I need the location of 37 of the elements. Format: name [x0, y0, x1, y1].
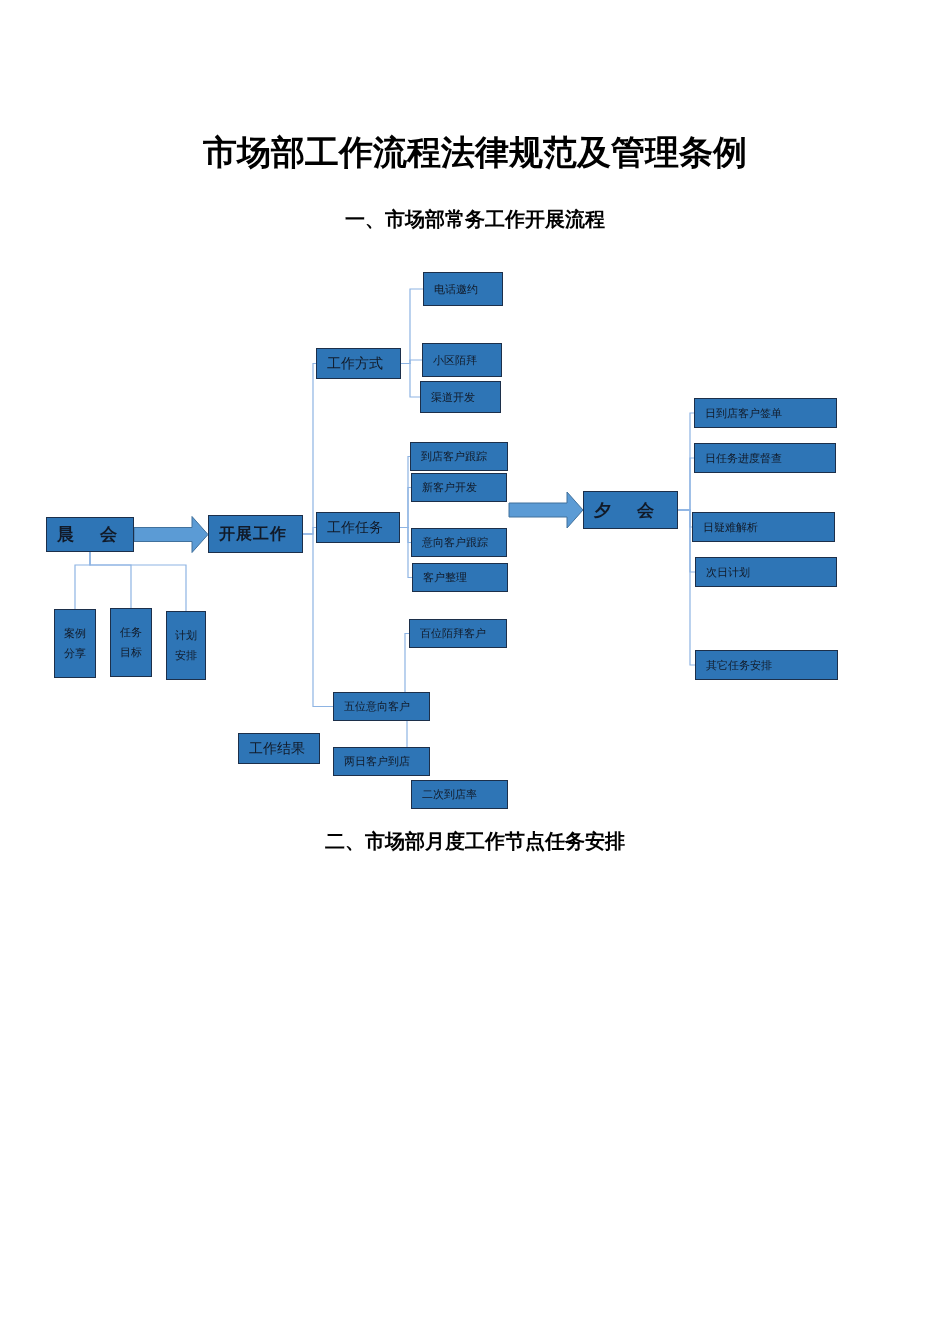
task-box: 二次到店率: [411, 780, 508, 809]
meeting-box: 夕会: [583, 491, 678, 529]
page-title: 市场部工作流程法律规范及管理条例: [202, 131, 748, 174]
section-heading: 二、市场部月度工作节点任务安排: [325, 828, 625, 855]
bracket-line: [406, 720, 408, 748]
bracket-line: [677, 509, 696, 666]
block-arrow: [508, 491, 584, 529]
vertical-text-box: 任务目标: [110, 608, 152, 677]
task-box: 新客户开发: [411, 473, 507, 502]
section-heading: 一、市场部常务工作开展流程: [345, 206, 605, 233]
category-box: 工作任务: [316, 512, 400, 543]
task-box: 小区陌拜: [422, 343, 502, 377]
task-box: 百位陌拜客户: [409, 619, 507, 648]
task-box: 客户整理: [412, 563, 508, 592]
bracket-line: [400, 362, 421, 398]
task-box: 意向客户跟踪: [411, 528, 507, 557]
task-box: 日任务进度督查: [694, 443, 836, 473]
meeting-box: 开展工作: [208, 515, 303, 553]
bracket-line: [399, 526, 413, 579]
task-box: 到店客户跟踪: [410, 442, 508, 471]
meeting-box: 晨会: [46, 517, 134, 552]
task-box: 日到店客户签单: [694, 398, 837, 428]
task-box: 电话邀约: [423, 272, 503, 306]
category-box: 工作方式: [316, 348, 401, 379]
bracket-line: [302, 533, 334, 708]
bracket-line: [404, 632, 410, 693]
task-box: 五位意向客户: [333, 692, 430, 721]
task-box: 其它任务安排: [695, 650, 838, 680]
category-box: 工作结果: [238, 733, 320, 764]
task-box: 渠道开发: [420, 381, 501, 413]
task-box: 两日客户到店: [333, 747, 430, 776]
task-box: 日疑难解析: [692, 512, 835, 542]
vertical-text-box: 案例分享: [54, 609, 96, 678]
task-box: 次日计划: [695, 557, 837, 587]
bracket-line: [89, 551, 187, 612]
block-arrow: [133, 516, 209, 553]
vertical-text-box: 计划安排: [166, 611, 206, 680]
